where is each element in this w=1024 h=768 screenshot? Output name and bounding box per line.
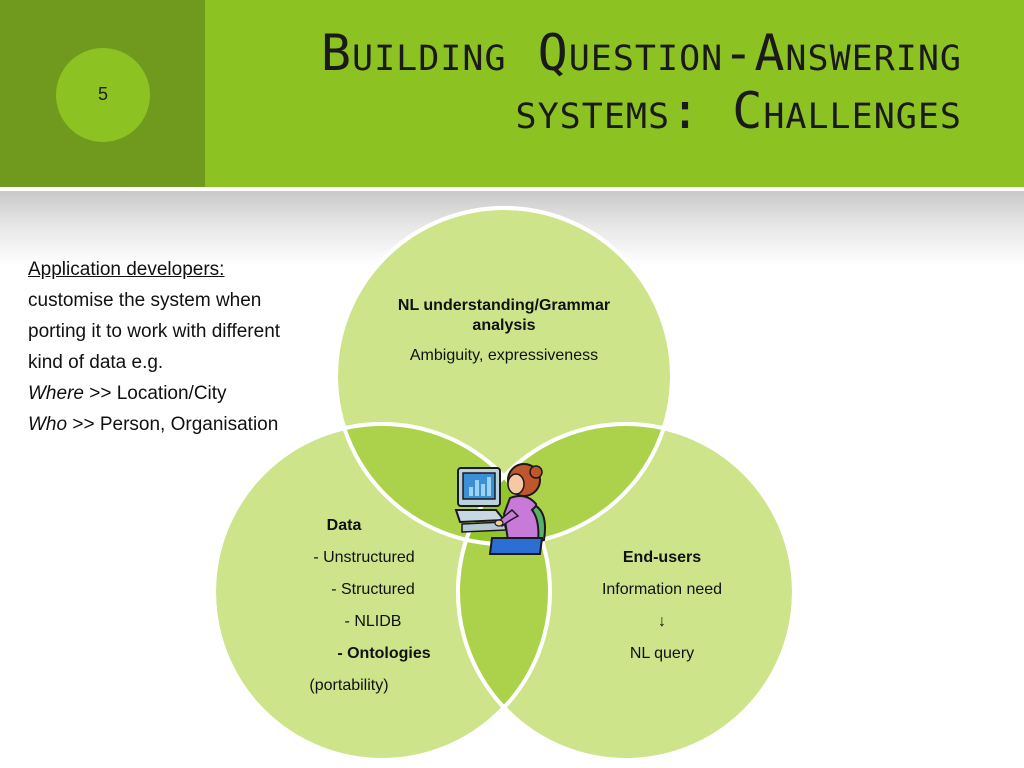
- header-divider: [0, 187, 1024, 191]
- slide-title: Building Question-Answering systems: Cha…: [321, 24, 962, 140]
- left-item-4: - Ontologies: [337, 645, 431, 662]
- slide-number-badge: 5: [56, 48, 150, 142]
- top-circle-label: NL understanding/Grammar analysis Ambigu…: [372, 296, 636, 366]
- top-circle-title: NL understanding/Grammar analysis: [397, 297, 611, 334]
- side-description: Application developers: customise the sy…: [28, 254, 288, 440]
- who-keyword: Who: [28, 414, 68, 435]
- right-circle-label: End-users Information need ↓ NL query: [572, 542, 752, 670]
- top-circle-subtitle: Ambiguity, expressiveness: [409, 347, 599, 364]
- left-item-3: - NLIDB: [344, 613, 402, 630]
- side-heading: Application developers:: [28, 259, 225, 280]
- where-keyword: Where: [28, 383, 84, 404]
- person-at-computer-icon: [454, 463, 546, 555]
- header-right-band: [205, 0, 1024, 187]
- where-mapping: >> Location/City: [83, 383, 227, 404]
- side-body: customise the system when porting it to …: [28, 290, 281, 373]
- slide-title-line-1: Building Question-Answering: [320, 24, 962, 82]
- left-circle-title: Data: [326, 517, 362, 534]
- overlap-top-right: [458, 424, 672, 544]
- right-circle-title: End-users: [622, 549, 702, 566]
- who-mapping: >> Person, Organisation: [67, 414, 279, 435]
- slide-title-line-2: systems: Challenges: [515, 82, 962, 140]
- left-item-1: - Unstructured: [313, 549, 415, 566]
- right-circle-line-1: Information need: [601, 581, 723, 598]
- left-item-2: - Structured: [331, 581, 415, 598]
- left-circle-label: Data - Unstructured - Structured - NLIDB…: [254, 510, 434, 702]
- slide-number: 5: [97, 84, 108, 104]
- right-circle-line-2: NL query: [629, 645, 695, 662]
- overlap-top-left: [336, 424, 550, 544]
- down-arrow-icon: ↓: [658, 613, 666, 630]
- left-item-5: (portability): [309, 677, 389, 694]
